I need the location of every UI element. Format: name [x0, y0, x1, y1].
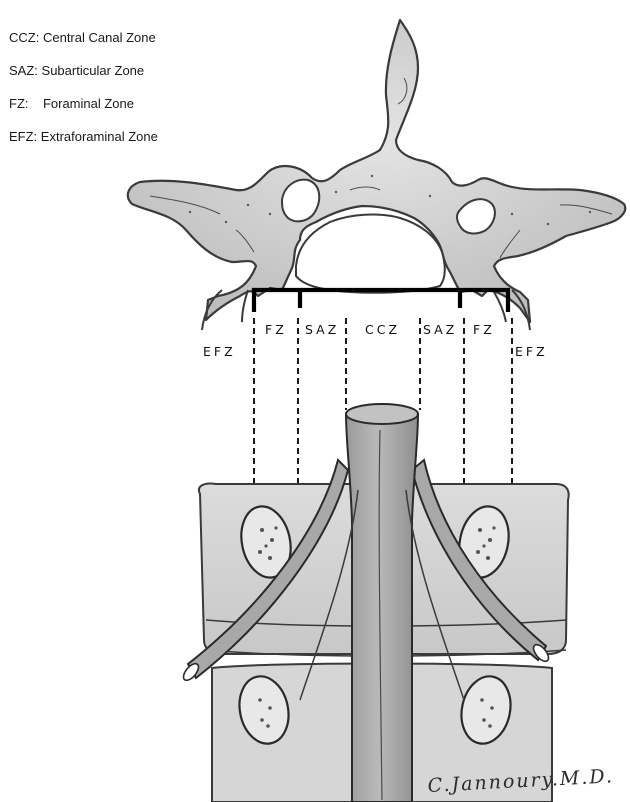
vertebra-axial-view — [128, 20, 625, 330]
thecal-sac-cut-surface — [346, 404, 418, 424]
label-fz-left: FZ — [265, 322, 287, 337]
spinal-canal — [296, 215, 445, 293]
label-efz-left: EFZ — [203, 344, 236, 359]
label-ccz: CCZ — [365, 322, 400, 337]
label-efz-right: EFZ — [515, 344, 548, 359]
label-fz-right: FZ — [473, 322, 495, 337]
left-facet — [282, 180, 319, 222]
label-saz-right: SAZ — [423, 322, 457, 337]
thecal-sac — [346, 414, 418, 802]
label-saz-left: SAZ — [305, 322, 339, 337]
